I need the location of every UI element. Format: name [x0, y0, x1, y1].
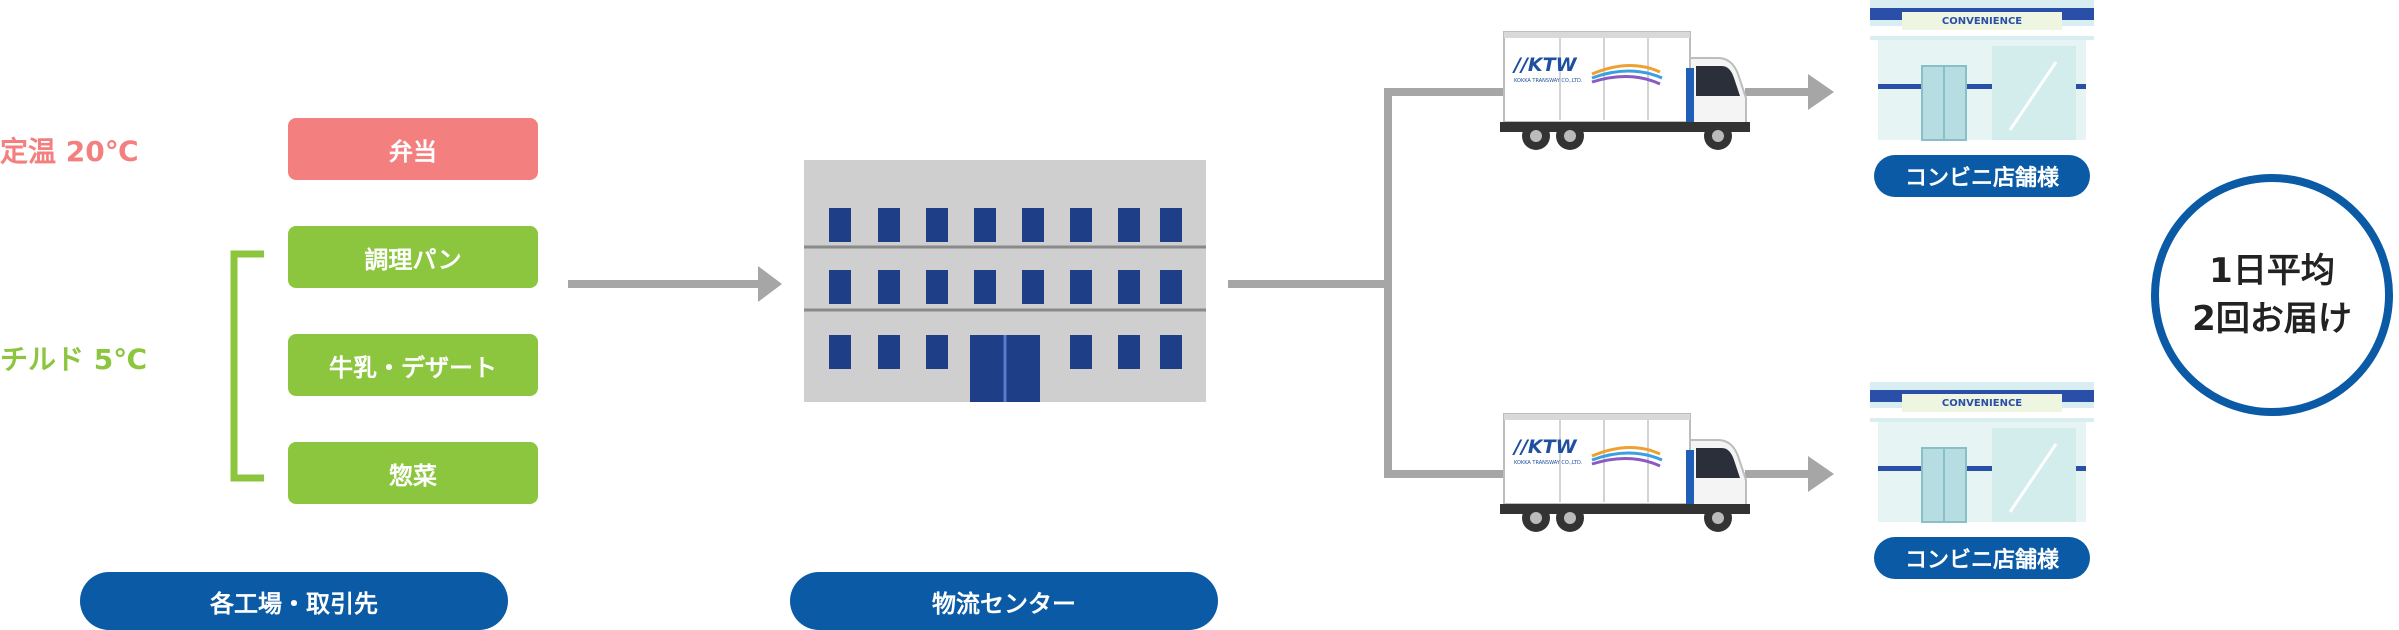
- chilled-temperature-label: チルド 5℃: [0, 343, 148, 376]
- arrow-suppliers-to-center: [568, 266, 782, 302]
- distribution-center-label: 物流センター: [790, 572, 1218, 630]
- truck-brand-logo: //KTW: [1514, 436, 1577, 458]
- truck-company-name: KOKKA TRANSWAY CO.,LTD.: [1514, 460, 1583, 466]
- store-sign: CONVENIENCE: [1902, 12, 2062, 30]
- delivery-frequency-line2: 2回お届け: [2192, 299, 2352, 339]
- truck-brand-logo: //KTW: [1514, 54, 1577, 76]
- store-sign: CONVENIENCE: [1902, 394, 2062, 412]
- delivery-truck-bottom: //KTW KOKKA TRANSWAY CO.,LTD.: [1500, 410, 1760, 536]
- convenience-store-bottom: CONVENIENCE: [1870, 382, 2094, 532]
- truck-company-name: KOKKA TRANSWAY CO.,LTD.: [1514, 78, 1583, 84]
- branch-connector: [1228, 88, 1510, 478]
- delivery-truck-top: //KTW KOKKA TRANSWAY CO.,LTD.: [1500, 28, 1760, 154]
- delivery-frequency-line1: 1日平均: [2209, 251, 2335, 291]
- convenience-store-top: CONVENIENCE: [1870, 0, 2094, 150]
- store-icon: [1870, 0, 2094, 141]
- delivery-frequency-badge: 1日平均 2回お届け: [2151, 174, 2393, 416]
- truck-icon: [1500, 413, 1750, 532]
- store-label-bottom: コンビニ店舗様: [1874, 537, 2090, 579]
- chilled-bracket: [230, 250, 264, 482]
- arrow-truck-to-store-top: [1745, 74, 1834, 110]
- suppliers-label: 各工場・取引先: [80, 572, 508, 630]
- category-side-dishes: 惣菜: [288, 442, 538, 504]
- truck-icon: [1500, 31, 1750, 150]
- category-milk-dessert: 牛乳・デザート: [288, 334, 538, 396]
- category-prepared-bread: 調理パン: [288, 226, 538, 288]
- store-label-top: コンビニ店舗様: [1874, 155, 2090, 197]
- distribution-center-building-icon: [804, 160, 1206, 402]
- ambient-temperature-label: 定温 20℃: [0, 135, 139, 168]
- category-bento: 弁当: [288, 118, 538, 180]
- arrow-truck-to-store-bottom: [1745, 456, 1834, 492]
